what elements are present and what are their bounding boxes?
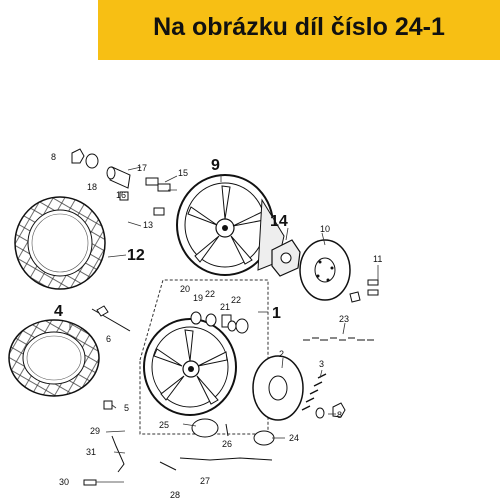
brake-disc-rear	[299, 239, 351, 301]
banner-title: Na obrázku díl číslo 24-1	[153, 13, 445, 41]
part-label-13: 13	[143, 220, 153, 230]
part-label-24: 24	[289, 433, 299, 443]
part-label-8: 8	[51, 152, 56, 162]
part-label-18: 18	[87, 182, 97, 192]
part-label-17: 17	[137, 163, 147, 173]
part-label-4: 4	[54, 303, 63, 320]
part-label-5: 5	[124, 403, 129, 413]
rear-hub	[271, 239, 301, 277]
part-label-3: 3	[319, 359, 324, 369]
front-tire-lower	[8, 319, 100, 397]
bearing-parts	[190, 311, 249, 334]
bolt-set	[303, 337, 374, 341]
part-label-10: 10	[320, 224, 330, 234]
part-label-28: 28	[170, 490, 180, 500]
part-label-12: 12	[127, 247, 145, 264]
part-label-27: 27	[200, 476, 210, 486]
part-label-6: 6	[106, 334, 111, 344]
part-label-8-b: 8	[337, 410, 342, 420]
part-label-16: 16	[116, 190, 126, 200]
front-wheel-rim	[143, 318, 237, 416]
part-label-22-b: 22	[231, 295, 241, 305]
axle-small-parts	[71, 148, 379, 419]
part-labels: 8 18 17 16 15 13 9 14 10 11 12 4 6 20 19…	[51, 152, 382, 500]
part-label-2: 2	[279, 349, 284, 359]
part-label-11: 11	[373, 254, 382, 264]
part-label-29: 29	[90, 426, 100, 436]
cable-parts	[83, 305, 275, 486]
part-label-15: 15	[178, 168, 188, 178]
part-label-31: 31	[86, 447, 96, 457]
rear-wheel-rim	[176, 174, 285, 276]
part-label-22-a: 22	[205, 289, 215, 299]
part-label-9: 9	[211, 157, 220, 174]
part-label-30: 30	[59, 477, 69, 487]
leader-lines	[69, 166, 379, 483]
part-label-20: 20	[180, 284, 190, 294]
disc-bolts	[301, 373, 327, 411]
title-banner: Na obrázku díl číslo 24-1	[98, 0, 500, 60]
brake-disc-front	[252, 355, 304, 421]
rear-tire-upper	[14, 196, 106, 290]
part-label-23: 23	[339, 314, 349, 324]
part-label-19: 19	[193, 293, 203, 303]
part-label-14: 14	[270, 213, 288, 230]
part-label-26: 26	[222, 439, 232, 449]
part-label-25: 25	[159, 420, 169, 430]
part-label-21: 21	[220, 302, 230, 312]
part-label-1: 1	[272, 305, 281, 322]
